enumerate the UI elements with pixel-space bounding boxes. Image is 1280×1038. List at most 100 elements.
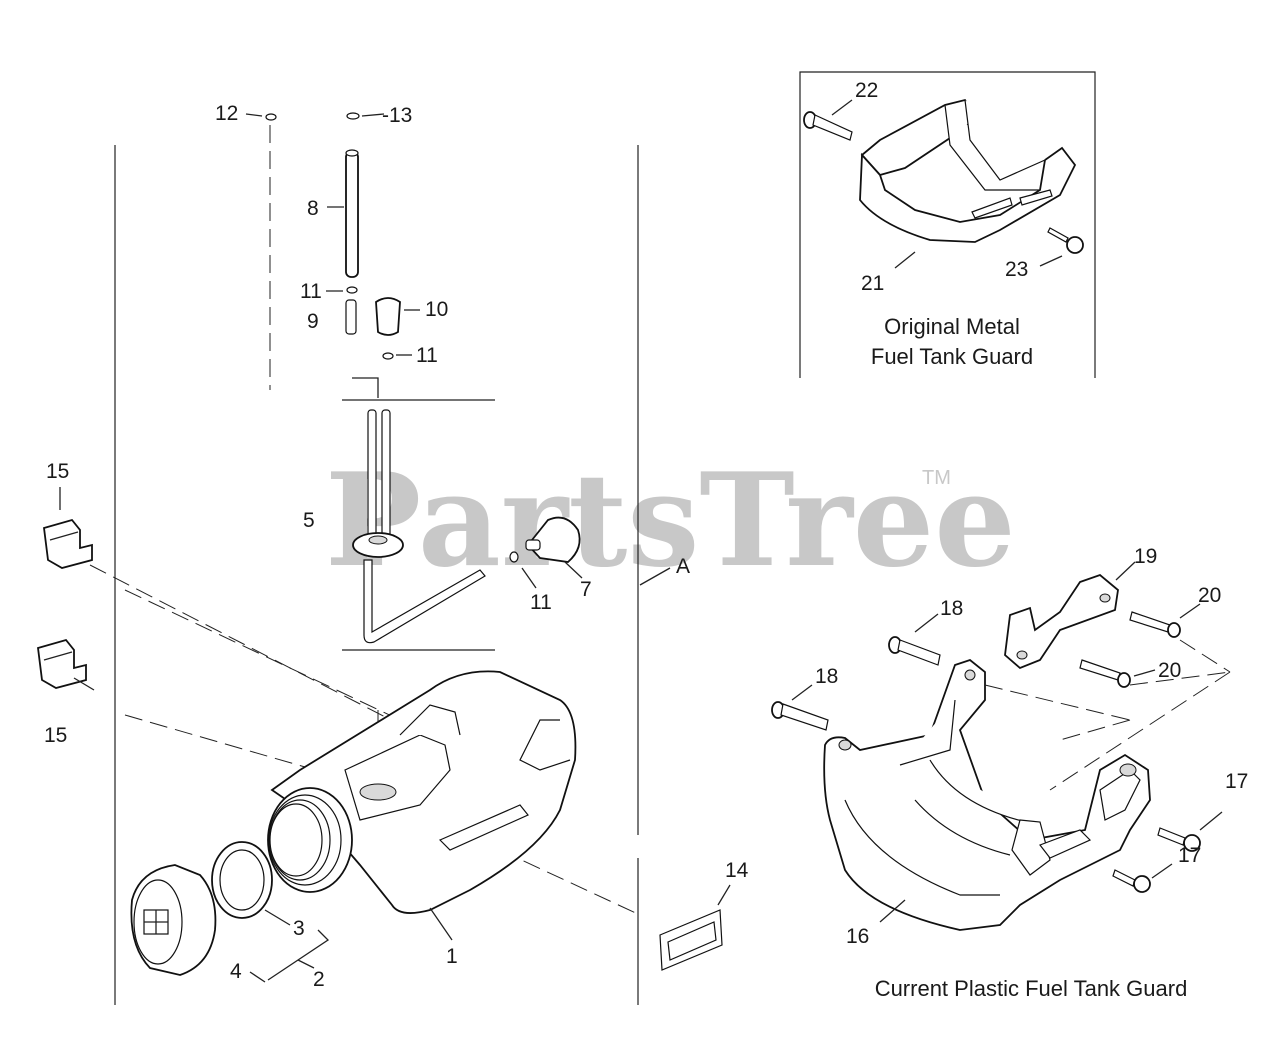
- part-19-bracket: [1004, 573, 1119, 670]
- caption-metal-guard-line2: Fuel Tank Guard: [871, 344, 1033, 369]
- callout-23: 23: [1005, 258, 1028, 281]
- part-5-pickup-line: [363, 559, 486, 644]
- part-12-ring: [265, 113, 277, 121]
- callout-13: -13: [382, 104, 412, 127]
- dash-plastic-a: [1129, 671, 1231, 686]
- part-17-screw-upper: [1157, 827, 1201, 852]
- part-20-bolt-upper: [1129, 611, 1181, 638]
- leader-7: [564, 561, 583, 579]
- leader-15b: [73, 677, 95, 691]
- dash-plastic-e: [1059, 719, 1131, 741]
- dash-clip-to-tank-b: [124, 589, 401, 721]
- part-15-clip-upper: [43, 518, 93, 569]
- callout-9: 9: [307, 310, 319, 333]
- callout-18-lower: 18: [815, 665, 838, 688]
- leader-18b: [791, 684, 813, 701]
- part-16-plastic-guard: [823, 658, 1151, 931]
- part-15-clip-lower: [37, 638, 87, 689]
- callout-22: 22: [855, 79, 878, 102]
- bracket-5-small: [352, 377, 379, 398]
- part-1-tank-neck: [267, 787, 353, 893]
- dash-clip-to-tank-a: [89, 564, 431, 741]
- part-11-ring-lower: [509, 551, 519, 563]
- leader-23: [1039, 255, 1063, 267]
- dash-plastic-b: [1049, 671, 1231, 791]
- part-4-fuel-cap: [130, 864, 217, 976]
- leader-20b: [1133, 669, 1156, 677]
- callout-11-lower: 11: [530, 591, 552, 614]
- callout-12: 12: [215, 102, 238, 125]
- leader-14: [717, 884, 731, 906]
- leader-17b: [1151, 863, 1173, 879]
- metal-guard-inset-box: [799, 71, 1096, 378]
- leader-1: [429, 907, 453, 941]
- leader-21: [894, 251, 916, 269]
- callout-7: 7: [580, 578, 592, 601]
- part-18-bolt-lower: [771, 701, 829, 731]
- callout-10: 10: [425, 298, 448, 321]
- watermark-brand: PartsTree: [325, 446, 1016, 596]
- leader-20a: [1179, 603, 1201, 619]
- leader-3: [264, 909, 291, 926]
- callout-4: 4: [230, 960, 242, 983]
- part-3-gasket-inner: [219, 849, 265, 911]
- leader-11c: [521, 567, 537, 589]
- leader-4: [249, 971, 266, 983]
- part-5-line-b: [381, 409, 391, 551]
- caption-metal-guard-line1: Original Metal: [884, 314, 1020, 339]
- part-10-filter: [375, 297, 401, 336]
- part-11-ring-middle: [382, 352, 394, 360]
- leader-17a: [1199, 811, 1223, 831]
- part-22-bolt: [803, 111, 853, 141]
- bracket-2: [267, 929, 330, 981]
- part-21-metal-guard: [859, 98, 1077, 243]
- callout-19: 19: [1134, 545, 1157, 568]
- callout-14: 14: [725, 859, 749, 882]
- callout-16: 16: [846, 925, 869, 948]
- part-1-fuel-tank: [270, 670, 577, 914]
- part-18-bolt-upper: [888, 636, 941, 666]
- callout-20-lower: 20: [1158, 659, 1181, 682]
- callout-3: 3: [293, 917, 305, 940]
- callout-1: 1: [446, 945, 458, 968]
- part-5-grommet: [352, 532, 404, 558]
- part-7-fitting: [526, 516, 581, 563]
- part-11-ring-upper: [346, 286, 358, 294]
- caption-plastic-guard: Current Plastic Fuel Tank Guard: [875, 976, 1188, 1001]
- part-8-hose: [345, 151, 359, 278]
- callout-17-upper: 17: [1225, 770, 1248, 793]
- callout-5: 5: [303, 509, 315, 532]
- part-5-line-a: [367, 409, 377, 551]
- callout-15-lower: 15: [44, 724, 67, 747]
- callout-15-upper: 15: [46, 460, 69, 483]
- callout-11-middle: 11: [416, 344, 438, 367]
- leader-22: [831, 99, 853, 116]
- callout-11-upper: 11: [300, 280, 322, 303]
- leader-16: [879, 899, 906, 923]
- part-23-screw: [1047, 227, 1084, 254]
- dash-tank-to-14: [499, 849, 641, 916]
- dash-plastic-d: [984, 684, 1131, 721]
- part-20-bolt-lower: [1079, 659, 1131, 688]
- part-5-grommet-hole: [368, 535, 388, 545]
- part-17-screw-lower: [1112, 869, 1151, 893]
- leader-2: [297, 959, 315, 969]
- part-7-nozzle: [525, 539, 541, 551]
- callout-21: 21: [861, 272, 884, 295]
- part-13-clip: [346, 112, 360, 120]
- watermark-trademark: TM: [922, 467, 951, 489]
- part-14-label: [659, 909, 723, 971]
- leader-A: [639, 567, 671, 586]
- part-8-hose-end: [345, 149, 359, 157]
- leader-18a: [914, 613, 939, 633]
- callout-8: 8: [307, 197, 319, 220]
- callout-2: 2: [313, 968, 325, 991]
- part-9-fitting: [345, 299, 357, 335]
- callout-18-upper: 18: [940, 597, 963, 620]
- callout-20-upper: 20: [1198, 584, 1221, 607]
- leader-12: [245, 113, 263, 117]
- callout-17-lower: 17: [1178, 844, 1201, 867]
- leader-13: [361, 113, 385, 117]
- dash-plastic-c: [1179, 639, 1231, 673]
